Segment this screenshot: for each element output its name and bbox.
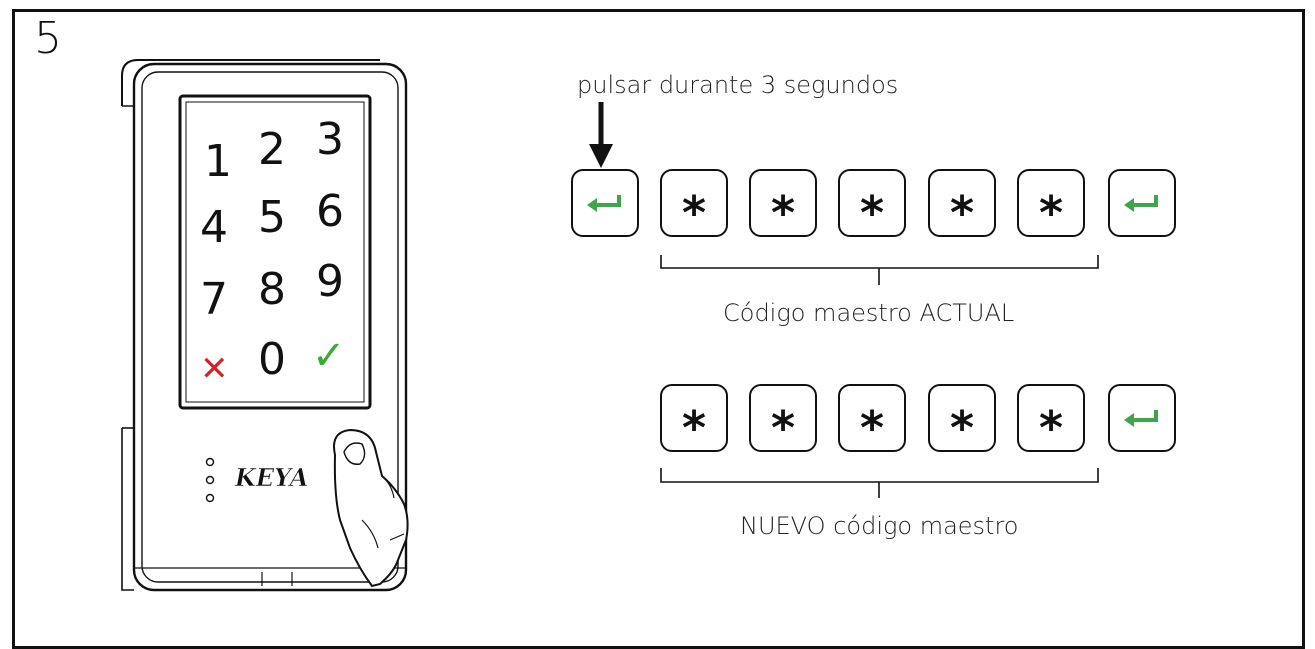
asterisk-icon: *	[1038, 401, 1064, 455]
enter-button[interactable]	[1108, 384, 1176, 452]
key-6[interactable]: 6	[316, 186, 344, 237]
current-code-caption: Código maestro ACTUAL	[723, 299, 1015, 327]
key-8[interactable]: 8	[258, 264, 286, 315]
key-3[interactable]: 3	[316, 114, 344, 165]
enter-button-hold[interactable]	[571, 169, 639, 237]
new-code-caption: NUEVO código maestro	[740, 512, 1019, 540]
digit-key[interactable]: *	[838, 384, 906, 452]
digit-key[interactable]: *	[928, 384, 996, 452]
asterisk-icon: *	[1038, 186, 1064, 240]
enter-arrow-icon	[1124, 410, 1158, 427]
step-number: 5	[34, 13, 62, 64]
enter-arrow-icon	[1124, 195, 1158, 212]
key-1[interactable]: 1	[204, 136, 232, 187]
asterisk-icon: *	[681, 401, 707, 455]
digit-key[interactable]: *	[660, 169, 728, 237]
asterisk-icon: *	[859, 401, 885, 455]
asterisk-icon: *	[770, 186, 796, 240]
finger-icon	[333, 428, 409, 588]
digit-key[interactable]: *	[749, 384, 817, 452]
cancel-key-icon[interactable]: ✕	[200, 349, 229, 389]
asterisk-icon: *	[949, 401, 975, 455]
brand-logo: KEYA	[234, 463, 308, 492]
digit-key[interactable]: *	[1017, 384, 1085, 452]
diagram-canvas: 5 KEYA 1 2 3 4 5 6 7 8 9 ✕ 0 ✓	[12, 9, 1305, 649]
enter-arrow-icon	[587, 195, 621, 212]
key-7[interactable]: 7	[200, 274, 228, 325]
digit-key[interactable]: *	[838, 169, 906, 237]
led-3	[205, 493, 215, 503]
key-9[interactable]: 9	[316, 256, 344, 307]
key-4[interactable]: 4	[200, 202, 228, 253]
key-0[interactable]: 0	[258, 334, 286, 385]
digit-key[interactable]: *	[660, 384, 728, 452]
led-1	[205, 457, 215, 467]
digit-key[interactable]: *	[928, 169, 996, 237]
digit-key[interactable]: *	[749, 169, 817, 237]
confirm-key-icon[interactable]: ✓	[312, 333, 346, 379]
key-5[interactable]: 5	[258, 192, 286, 243]
keypad-device: KEYA	[121, 59, 409, 592]
asterisk-icon: *	[949, 186, 975, 240]
down-arrow-icon	[589, 102, 613, 168]
digit-key[interactable]: *	[1017, 169, 1085, 237]
key-2[interactable]: 2	[258, 124, 286, 175]
led-2	[205, 475, 215, 485]
enter-button[interactable]	[1108, 169, 1176, 237]
asterisk-icon: *	[770, 401, 796, 455]
asterisk-icon: *	[859, 186, 885, 240]
hold-instruction: pulsar durante 3 segundos	[577, 71, 899, 99]
asterisk-icon: *	[681, 186, 707, 240]
